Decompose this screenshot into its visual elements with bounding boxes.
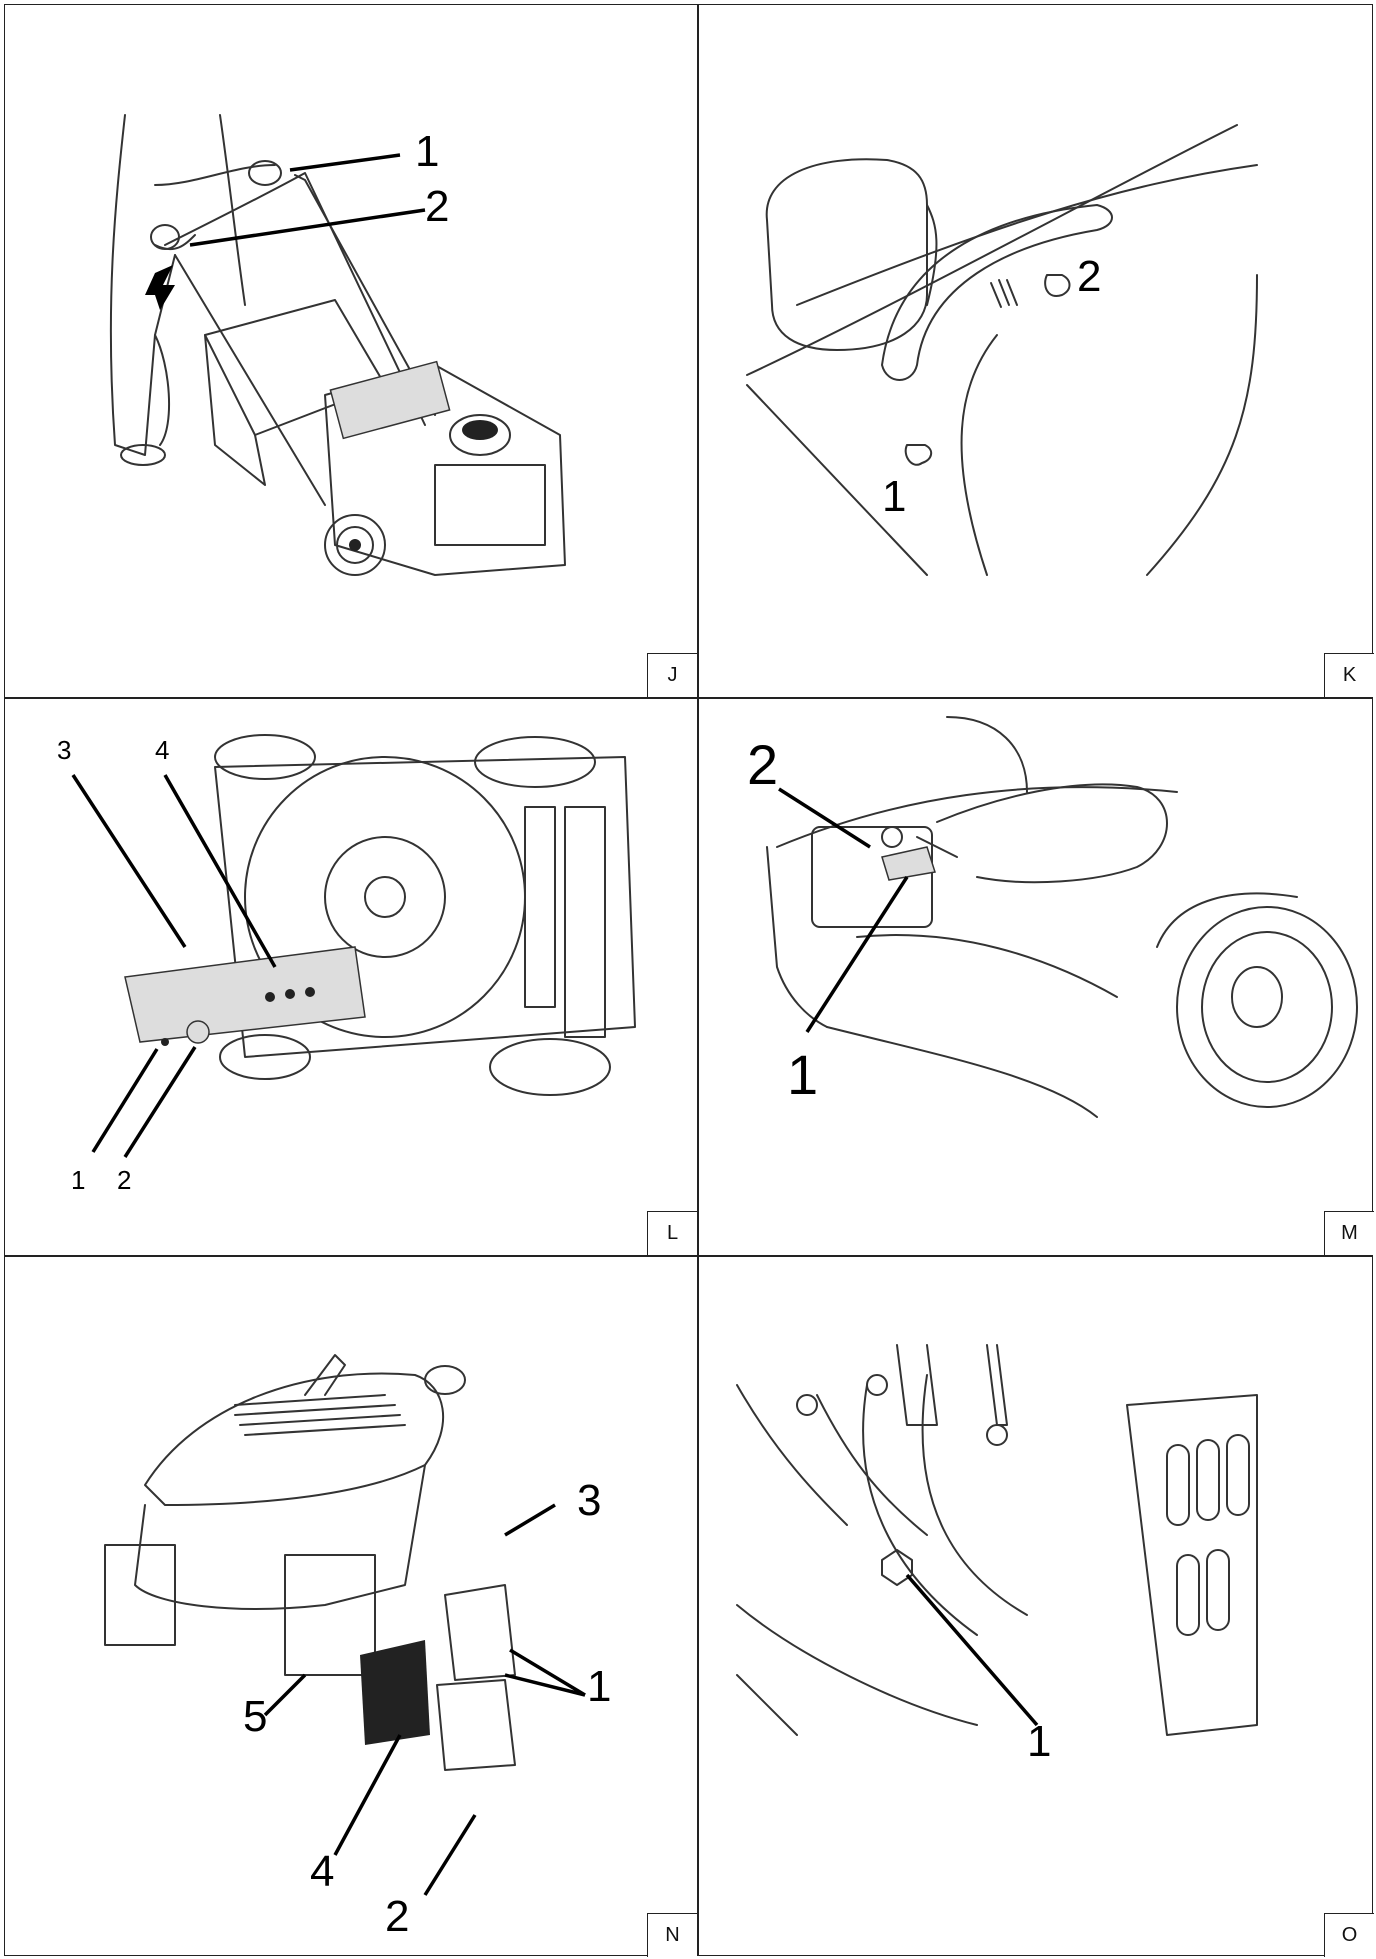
throttle-lever-illustration — [697, 5, 1374, 697]
panel-letter: J — [647, 653, 697, 697]
panel-letter: K — [1324, 653, 1374, 697]
callout-1: 1 — [1027, 1720, 1051, 1764]
manual-figure-sheet: 1 2 J 1 2 K — [4, 4, 1373, 1956]
callout-1: 1 — [787, 1047, 818, 1103]
air-filter-illustration — [5, 1255, 697, 1957]
panel-n: 3 1 5 4 2 N — [5, 1255, 697, 1957]
panel-letter: M — [1324, 1211, 1374, 1255]
callout-5: 5 — [243, 1695, 267, 1739]
callout-2: 2 — [385, 1895, 409, 1939]
callout-1: 1 — [587, 1665, 611, 1709]
panel-j: 1 2 J — [5, 5, 697, 697]
mower-push-illustration — [5, 5, 697, 697]
panel-o: 1 O — [697, 1255, 1374, 1957]
callout-2: 2 — [1077, 255, 1101, 299]
callout-2: 2 — [425, 185, 449, 229]
callout-4: 4 — [155, 737, 169, 763]
panel-l: 3 4 1 2 L — [5, 697, 697, 1255]
panel-k: 1 2 K — [697, 5, 1374, 697]
callout-3: 3 — [57, 737, 71, 763]
callout-3: 3 — [577, 1479, 601, 1523]
callout-4: 4 — [310, 1850, 334, 1894]
callout-1: 1 — [71, 1167, 85, 1193]
panel-letter: L — [647, 1211, 697, 1255]
callout-2: 2 — [747, 737, 778, 793]
blade-assembly-illustration — [5, 697, 697, 1255]
panel-m: 2 1 M — [697, 697, 1374, 1255]
callout-1: 1 — [882, 475, 906, 519]
fuel-cap-illustration — [697, 697, 1374, 1255]
panel-letter: N — [647, 1913, 697, 1957]
callout-1: 1 — [415, 130, 439, 174]
callout-2: 2 — [117, 1167, 131, 1193]
panel-letter: O — [1324, 1913, 1374, 1957]
oil-drain-illustration — [697, 1255, 1374, 1957]
